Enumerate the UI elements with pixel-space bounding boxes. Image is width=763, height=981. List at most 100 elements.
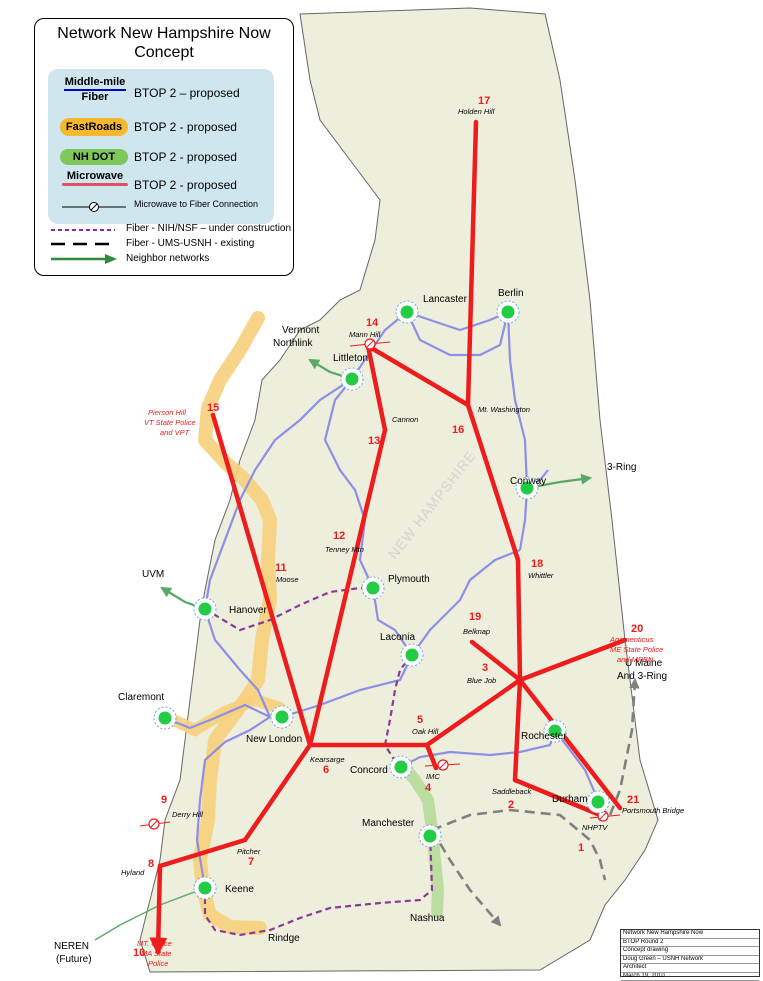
site-num-1: 1 (578, 842, 584, 854)
site-num-7: 7 (248, 856, 254, 868)
site-num-19: 19 (469, 611, 481, 623)
label-lancaster: Lancaster (423, 294, 468, 305)
legend-label-microwave: BTOP 2 - proposed (134, 178, 237, 192)
legend-label-mw-fiber: Microwave to Fiber Connection (134, 199, 266, 209)
site-num-15: 15 (207, 402, 219, 414)
site-name-whittler: Whittler (528, 571, 554, 580)
note-agamenticus: Agamenticus (609, 635, 654, 644)
legend-label-fastroads: BTOP 2 - proposed (134, 120, 237, 134)
site-name-belknap: Belknap (463, 627, 490, 636)
site-num-5: 5 (417, 714, 423, 726)
site-name-hyland: Hyland (121, 868, 145, 877)
node-hanover (194, 598, 216, 620)
legend-swatch-fastroads: FastRoads (60, 118, 128, 136)
node-lancaster (396, 301, 418, 323)
label-durham: Durham (552, 794, 588, 805)
note-pierson-hill: Pierson Hill (148, 408, 186, 417)
legend-swatch-mw-line (62, 183, 128, 186)
site-num-8: 8 (148, 858, 154, 870)
node-plymouth (362, 577, 384, 599)
node-manchester (419, 825, 441, 847)
legend-swatch-nhdot: NH DOT (60, 149, 128, 165)
site-name-mt-washington: Mt. Washington (478, 405, 530, 414)
site-num-16: 16 (452, 424, 464, 436)
site-name-holden-hill: Holden Hill (458, 107, 495, 116)
label-vermont: Vermont (282, 325, 319, 336)
label-uvm: UVM (142, 569, 164, 580)
site-num-21: 21 (627, 794, 639, 806)
node-littleton (341, 368, 363, 390)
legend-label-nhdot: BTOP 2 - proposed (134, 150, 237, 164)
legend-swatch-middle-mile: Middle-mile Fiber (62, 77, 128, 103)
label-hanover: Hanover (229, 605, 267, 616)
title-block-line-1: Network New Hampshire Now (621, 930, 759, 939)
label-3-ring: 3-Ring (607, 462, 636, 473)
note-grace-l3: Police (148, 959, 168, 968)
site-num-11: 11 (275, 562, 287, 574)
label-rochester: Rochester (521, 731, 567, 742)
label-manchester: Manchester (362, 818, 415, 829)
legend-swatch-mw-text: Microwave (62, 170, 128, 182)
label-laconia: Laconia (380, 632, 415, 643)
label-claremont: Claremont (118, 692, 164, 703)
label-northlink: Northlink (273, 338, 313, 349)
legend-panel: Middle-mile Fiber BTOP 2 – proposed Fast… (48, 69, 274, 224)
note-pierson-l2: VT State Police (144, 418, 196, 427)
legend-label-middle-mile: BTOP 2 – proposed (134, 86, 240, 100)
node-claremont (154, 707, 176, 729)
label-plymouth: Plymouth (388, 574, 430, 585)
node-durham (587, 791, 609, 813)
legend-mw-fiber-symbol (60, 201, 128, 213)
legend-label-ums: Fiber - UMS-USNH - existing (126, 238, 254, 249)
note-agam-l3: and MPBN (617, 655, 654, 664)
node-new-london (271, 706, 293, 728)
legend-swatch-microwave: Microwave (62, 170, 128, 187)
node-keene (194, 877, 216, 899)
title-block-line-4: Doug Green – USNH Network (621, 956, 759, 965)
label-keene: Keene (225, 884, 254, 895)
site-name-moose: Moose (276, 575, 299, 584)
node-laconia (401, 644, 423, 666)
site-name-cannon: Cannon (392, 415, 418, 424)
label-neren: NEREN (54, 941, 89, 952)
legend-title: Network New Hampshire Now (35, 24, 293, 44)
legend-subtitle: Concept (35, 43, 293, 63)
legend-line-samples (49, 226, 119, 276)
label-littleton: Littleton (333, 353, 368, 364)
site-name-imc: IMC (426, 772, 440, 781)
site-name-blue-job: Blue Job (467, 676, 496, 685)
node-berlin (497, 301, 519, 323)
title-block-line-3: Concept drawing (621, 947, 759, 956)
site-num-3: 3 (482, 662, 488, 674)
site-num-2: 2 (508, 799, 514, 811)
title-block: Network New Hampshire Now BTOP Round 2 C… (620, 929, 760, 977)
note-pierson-l3: and VPT (160, 428, 191, 437)
title-block-line-5: Architect (621, 964, 759, 973)
legend-swatch-mm-l1: Middle-mile (62, 77, 128, 88)
note-grace-l2: MA State (141, 949, 172, 958)
label-nashua: Nashua (410, 913, 445, 924)
site-name-portsmouth: Portsmouth Bridge (622, 806, 684, 815)
site-num-14: 14 (366, 317, 379, 329)
label-new-london: New London (246, 734, 302, 745)
note-mt-grace: MT. Grace (137, 939, 172, 948)
site-name-oak-hill: Oak Hill (412, 727, 439, 736)
legend-label-nih: Fiber - NIH/NSF – under construction (126, 223, 291, 234)
node-concord (390, 756, 412, 778)
label-neren-future: (Future) (56, 954, 92, 965)
label-umaine-3ring: And 3-Ring (617, 671, 667, 682)
site-name-nhptv: NHPTV (582, 823, 608, 832)
site-num-13: 13 (368, 435, 380, 447)
note-agam-l2: ME State Police (610, 645, 663, 654)
label-berlin: Berlin (498, 288, 524, 299)
site-num-12: 12 (333, 530, 345, 542)
site-num-4: 4 (425, 782, 432, 794)
legend: Network New Hampshire Now Concept Middle… (34, 18, 294, 276)
site-name-saddleback: Saddleback (492, 787, 532, 796)
site-num-17: 17 (478, 95, 490, 107)
site-name-kearsarge: Kearsarge (310, 755, 345, 764)
label-concord: Concord (350, 765, 388, 776)
legend-swatch-mm-l2: Fiber (62, 92, 128, 103)
title-block-line-2: BTOP Round 2 (621, 939, 759, 948)
site-name-derry-hill: Derry Hill (172, 810, 203, 819)
